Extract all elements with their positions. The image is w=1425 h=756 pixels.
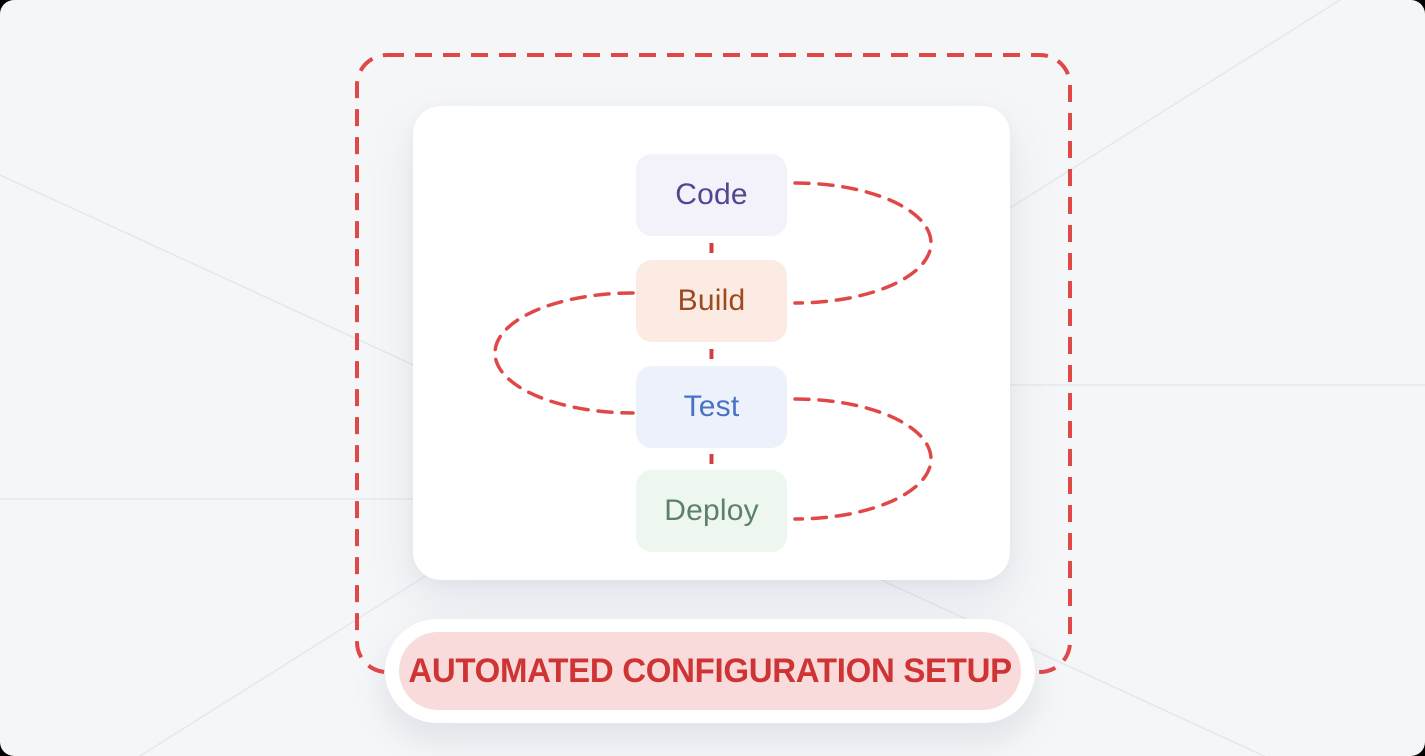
step-chip-build: Build [636, 260, 787, 342]
automation-banner: AUTOMATED CONFIGURATION SETUP [385, 619, 1035, 723]
step-label-test: Test [683, 390, 740, 423]
automation-banner-label: AUTOMATED CONFIGURATION SETUP [408, 651, 1012, 690]
step-label-deploy: Deploy [664, 494, 759, 527]
step-chip-code: Code [636, 154, 787, 236]
step-chip-deploy: Deploy [636, 470, 787, 552]
step-label-build: Build [677, 284, 746, 317]
flow-loop-code-build [793, 181, 933, 305]
flow-loop-test-deploy [793, 397, 933, 521]
dashed-boundary [355, 53, 1072, 674]
step-label-code: Code [675, 178, 748, 211]
flow-loop-build-test [493, 291, 635, 415]
step-chip-test: Test [636, 366, 787, 448]
automation-banner-pill: AUTOMATED CONFIGURATION SETUP [399, 632, 1021, 710]
